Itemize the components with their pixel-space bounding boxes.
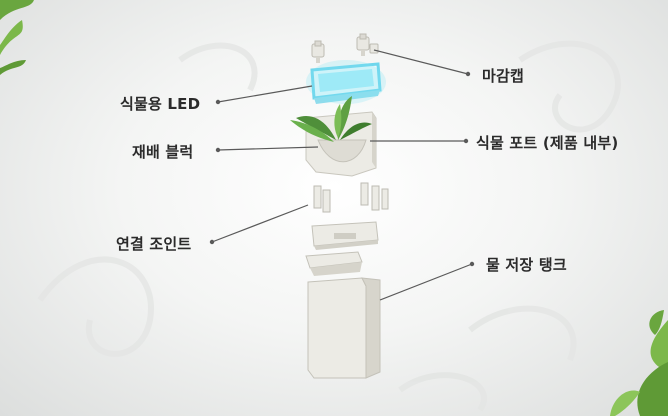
leader-finish-cap (373, 49, 469, 75)
label-plant-led: 식물용 LED (120, 95, 201, 113)
leader-plant-led (217, 85, 313, 103)
corner-leaves-top-left (0, 0, 34, 75)
joint-right (360, 182, 389, 211)
leader-lines (209, 49, 475, 301)
connection-joints (313, 182, 389, 213)
finish-caps (311, 33, 379, 63)
label-connection-joint: 연결 조인트 (116, 235, 192, 253)
leader-connection-joint (211, 204, 309, 243)
tank-lid (305, 251, 363, 276)
background-ornament (37, 40, 621, 412)
label-finish-cap: 마감캡 (482, 67, 525, 85)
finish-cap-left (311, 40, 325, 63)
leader-water-tank (379, 263, 473, 301)
corner-leaves-bottom-right (610, 310, 668, 416)
label-water-tank: 물 저장 탱크 (486, 256, 567, 274)
label-cultivation-block: 재배 블럭 (132, 143, 194, 161)
finish-cap-right (356, 33, 379, 56)
water-tank-body (307, 277, 381, 379)
plant-leaves (290, 96, 372, 142)
joint-left (313, 185, 331, 213)
plant-led-module (306, 60, 386, 104)
tank-upper-tray (311, 221, 379, 250)
leader-cultivation-block (217, 146, 319, 151)
label-plant-pot: 식물 포트 (제품 내부) (476, 134, 619, 152)
